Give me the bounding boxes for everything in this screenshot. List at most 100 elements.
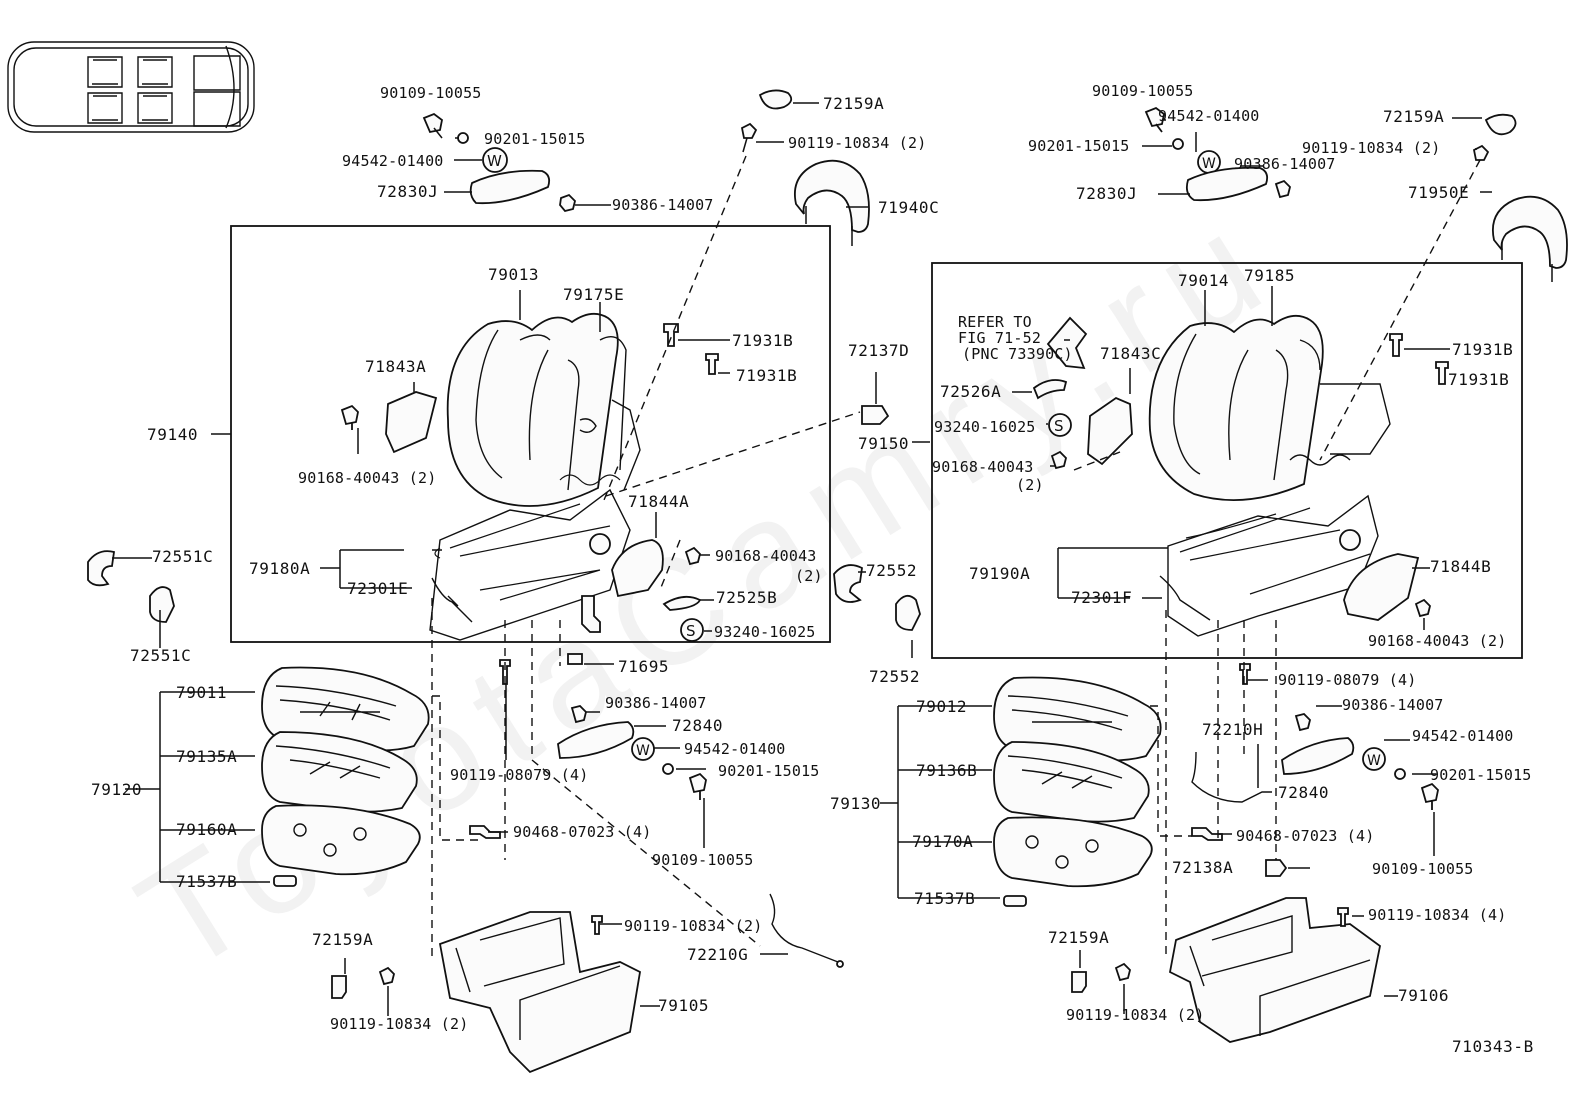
label-90201-lower: 90201-15015 [718,762,820,780]
seat-leg-icon [438,911,641,1074]
nut-icon [570,705,587,724]
label-72830J-right: 72830J [1076,184,1138,203]
label-90386-lower: 90386-14007 [605,694,707,712]
cover-icon [1343,553,1420,621]
armrest-cover-icon [1185,166,1269,202]
armrest-icon [1281,737,1355,775]
buckle-icon [1046,316,1088,370]
label-90168-right-lower: 90168-40043 (2) [1368,632,1507,650]
label-71537B-left: 71537B [176,872,238,891]
clip-icon [861,405,890,425]
label-93240-right: 93240-16025 [934,418,1036,436]
w-symbol-icon: W [631,737,655,761]
label-71844B: 71844B [1430,557,1492,576]
label-72159A-top: 72159A [823,94,885,113]
headrest-icon [1492,195,1568,282]
wire-icon [1191,751,1272,803]
armrest-cover-icon [469,169,551,205]
label-90468-right: 90468-07023 (4) [1236,827,1375,845]
label-72840-left: 72840 [672,716,724,735]
clip-icon [1191,827,1223,841]
label-71940C: 71940C [878,198,940,217]
label-94542-lower: 94542-01400 [684,740,786,758]
label-90201-top: 90201-15015 [484,130,586,148]
label-79140: 79140 [147,425,199,444]
label-71537B-right: 71537B [914,889,976,908]
cable-icon [431,577,473,623]
label-72525B: 72525B [716,588,778,607]
label-79013: 79013 [488,265,540,284]
label-72840-right: 72840 [1278,783,1330,802]
svg-text:W: W [1202,156,1216,172]
label-90386-top-right: 90386-14007 [1234,155,1336,173]
label-79011: 79011 [176,683,228,702]
svg-text:W: W [636,743,650,759]
trim-cover-icon [833,564,863,603]
wire-end-icon [836,960,844,968]
label-79136B: 79136B [916,761,978,780]
cable-icon [1159,575,1211,621]
bolt-icon [1144,106,1165,133]
screw-icon [740,122,758,153]
label-90201-top-right: 90201-15015 [1028,137,1130,155]
seatback-icon [446,312,641,507]
screw-icon [1114,962,1131,982]
guide-icon [1435,361,1449,385]
label-90168-right: 90168-40043 [932,458,1034,476]
label-90386-top: 90386-14007 [612,196,714,214]
cap-icon [1484,113,1517,136]
label-90119-10834-bottom-left: 90119-10834 (2) [330,1015,469,1033]
w-symbol-icon: W [482,147,508,173]
washer-icon [457,132,469,144]
screw-icon [1239,663,1251,685]
seat-pad-icon [261,731,418,813]
label-72159A-lower-left: 72159A [312,930,374,949]
bolt-icon [340,404,359,430]
label-72551C-b: 72551C [130,646,192,665]
svg-text:W: W [487,152,502,170]
label-79160A: 79160A [176,820,238,839]
label-90119-10834-top: 90119-10834 (2) [788,134,927,152]
figure-code: 710343-B [1452,1037,1534,1056]
label-79105: 79105 [658,996,710,1015]
label-72552-a: 72552 [866,561,918,580]
washer-icon [1172,138,1184,150]
svg-text:S: S [1054,417,1064,435]
guide-icon [705,353,719,375]
bolt-icon [684,546,701,566]
label-71843C: 71843C [1100,344,1162,363]
label-71844A: 71844A [628,492,690,511]
armrest-icon [557,721,635,759]
label-79014: 79014 [1178,271,1230,290]
label-90201-right-lower: 90201-15015 [1430,766,1532,784]
bolt-icon [1420,782,1439,810]
vehicle-seat-locator-icon [7,41,255,133]
label-71931B-right-b: 71931B [1448,370,1510,389]
screw-icon [378,966,395,986]
bolt-icon [688,772,707,800]
clip-icon [1265,859,1288,877]
seat-pad-icon [993,741,1150,823]
screw-icon [1472,144,1490,161]
cap-icon [1071,971,1087,993]
label-72301F: 72301F [1071,588,1133,607]
label-90119-10834-lower-right: 90119-10834 (4) [1368,906,1507,924]
label-79185: 79185 [1244,266,1296,285]
headrest-icon [794,159,870,246]
label-79175E: 79175E [563,285,625,304]
bracket-icon [1087,396,1133,466]
washer-icon [662,763,674,775]
label-79106: 79106 [1398,986,1450,1005]
label-94542-right-lower: 94542-01400 [1412,727,1514,745]
label-90119-10834-top-right: 90119-10834 (2) [1302,139,1441,157]
nut-icon [559,193,576,213]
label-90168-right-qty: (2) [1016,476,1044,494]
leader-lines [112,102,1492,1016]
label-72159A-lower-right: 72159A [1048,928,1110,947]
label-90119-08079-right: 90119-08079 (4) [1278,671,1417,689]
label-71950E: 71950E [1408,183,1470,202]
label-93240-left: 93240-16025 [714,623,816,641]
trim-cover-icon [87,550,116,587]
label-90109-right-lower: 90109-10055 [1372,860,1474,878]
